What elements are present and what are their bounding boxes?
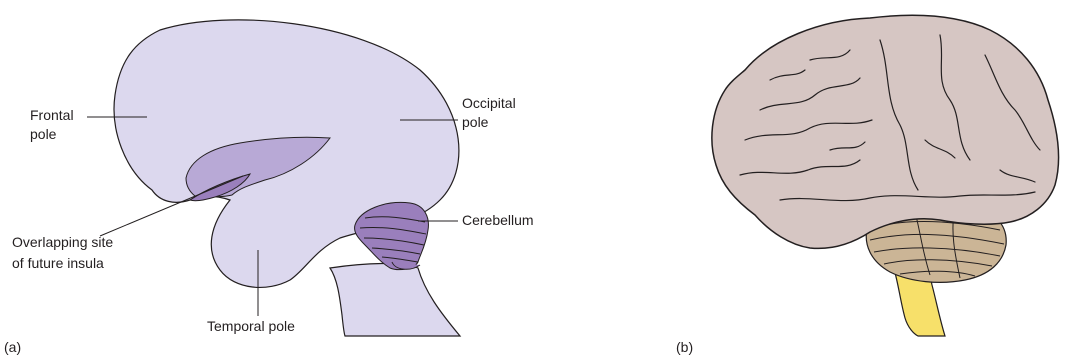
panel-a-embryonic-brain: Frontal pole Occipital pole Overlapping …	[4, 20, 534, 355]
panel-a-label: (a)	[4, 339, 21, 355]
occipital-pole-label: Occipital pole	[462, 95, 520, 130]
temporal-pole-label: Temporal pole	[207, 318, 295, 334]
panel-b-adult-brain: (b)	[676, 15, 1059, 355]
panel-b-label: (b)	[676, 339, 693, 355]
cerebellum-label: Cerebellum	[462, 212, 534, 228]
overlapping-site-label: Overlapping site of future insula	[12, 234, 117, 271]
embryonic-cerebellum	[355, 202, 429, 269]
embryonic-brainstem	[330, 264, 460, 337]
adult-cerebral-cortex	[712, 15, 1059, 248]
frontal-pole-label: Frontal pole	[30, 107, 77, 142]
